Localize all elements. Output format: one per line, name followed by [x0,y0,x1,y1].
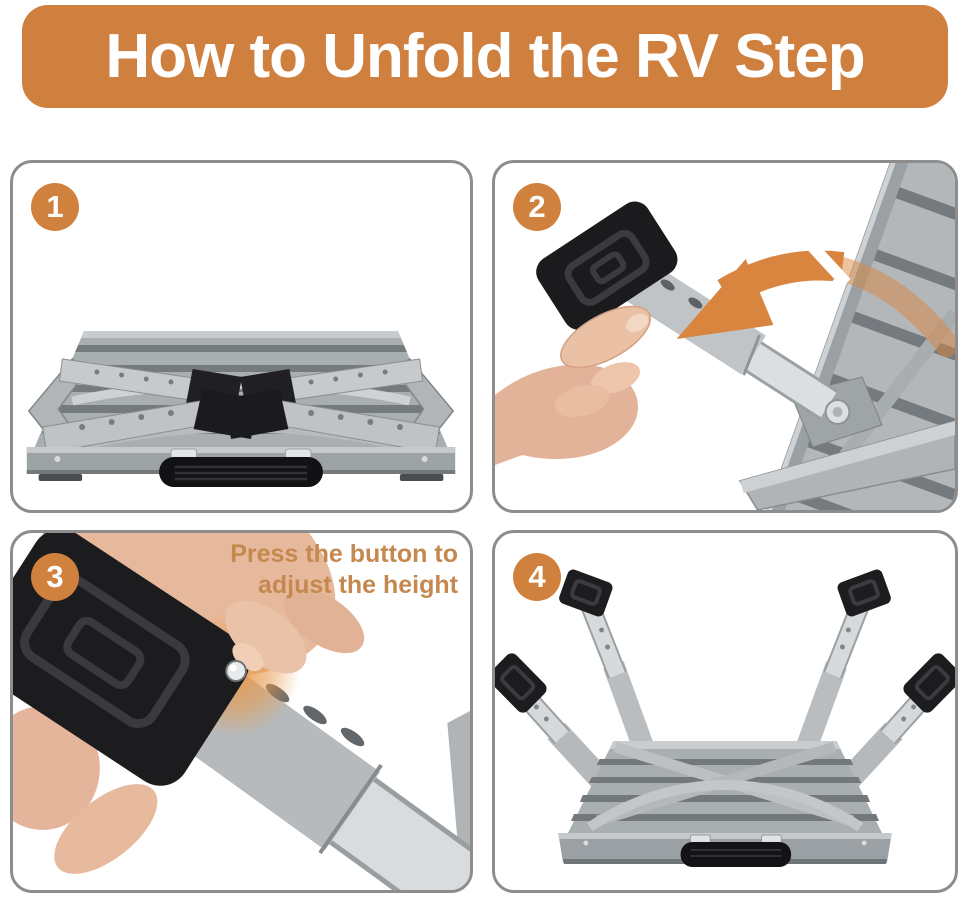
rotate-leg-illustration [495,163,955,510]
caption-line-1: Press the button to [230,540,458,568]
press-button-caption: Press the button to adjust the height [230,539,458,600]
step-panel-2: 2 [492,160,958,513]
rubber-foot [536,201,678,330]
steps-grid: 1 [10,160,958,893]
step-number-badge: 3 [31,553,79,601]
step-number-badge: 2 [513,183,561,231]
step-panel-4: 4 [492,530,958,893]
step-number-badge: 4 [513,553,561,601]
rotate-arrow-icon [676,242,955,357]
step-panel-3: 3 Press the button to adjust the height [10,530,473,893]
folded-step-illustration [26,331,456,487]
title-banner: How to Unfold the RV Step [22,5,948,108]
height-adjust-button [225,660,247,682]
step-number-badge: 1 [31,183,79,231]
step-panel-1: 1 [10,160,473,513]
carry-handle [159,457,323,487]
carry-handle [680,842,792,867]
caption-line-2: adjust the height [258,570,458,599]
page-title: How to Unfold the RV Step [105,22,865,91]
unfolded-step-illustration [495,569,955,867]
